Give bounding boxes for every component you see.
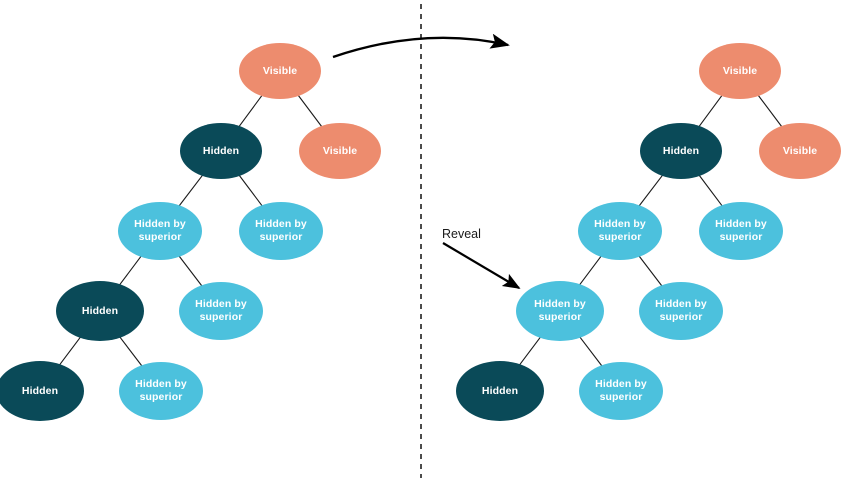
tree-node-hiddenby[interactable]: Hidden by superior [639,282,723,340]
tree-node-label: Hidden [481,384,519,397]
tree-node-label: Hidden by superior [595,378,647,403]
tree-node-hiddenby[interactable]: Hidden by superior [699,202,783,260]
tree-edge [757,94,783,128]
tree-node-label: Hidden by superior [255,218,307,243]
tree-node-label: Hidden by superior [134,218,186,243]
tree-node-hiddenby[interactable]: Hidden by superior [239,202,323,260]
tree-node-hidden[interactable]: Hidden [0,361,84,421]
tree-node-hiddenby[interactable]: Hidden by superior [119,362,203,420]
tree-node-visible[interactable]: Visible [699,43,781,99]
tree-node-visible[interactable]: Visible [239,43,321,99]
tree-node-label: Hidden by superior [594,218,646,243]
tree-node-label: Visible [722,64,758,77]
tree-edge [238,94,263,128]
tree-node-hiddenby[interactable]: Hidden by superior [179,282,263,340]
tree-node-label: Hidden by superior [135,378,187,403]
tree-node-label: Hidden [21,384,59,397]
tree-node-visible[interactable]: Visible [759,123,841,179]
tree-edge [178,174,204,207]
tree-node-label: Hidden [662,144,700,157]
tree-node-label: Hidden by superior [534,298,586,323]
tree-node-hiddenby[interactable]: Hidden by superior [579,362,663,420]
tree-node-hidden[interactable]: Hidden [56,281,144,341]
tree-edge [58,336,82,366]
tree-edge [638,255,663,287]
tree-node-label: Hidden by superior [195,298,247,323]
tree-node-visible[interactable]: Visible [299,123,381,179]
tree-edge [698,94,723,128]
tree-edge [178,255,203,287]
tree-node-hidden[interactable]: Hidden [456,361,544,421]
reveal-label: Reveal [442,227,481,241]
transform-curved-arrow [332,33,510,59]
left-tree-edges [58,94,323,367]
tree-node-label: Hidden [81,304,119,317]
tree-edge [638,174,664,207]
tree-node-hidden[interactable]: Hidden [640,123,722,179]
tree-edge [297,94,323,128]
tree-node-hiddenby[interactable]: Hidden by superior [578,202,662,260]
reveal-arrow [442,242,521,289]
right-tree-edges [518,94,783,367]
tree-node-label: Visible [782,144,818,157]
tree-edge [119,336,143,367]
tree-node-label: Visible [322,144,358,157]
tree-node-hidden[interactable]: Hidden [180,123,262,179]
tree-node-hiddenby[interactable]: Hidden by superior [118,202,202,260]
tree-edge [238,174,263,207]
tree-node-label: Hidden by superior [655,298,707,323]
tree-node-hiddenby[interactable]: Hidden by superior [516,281,604,341]
tree-edge [118,255,142,286]
tree-edge [578,255,602,286]
tree-node-label: Hidden [202,144,240,157]
tree-edge [698,174,723,207]
tree-node-label: Hidden by superior [715,218,767,243]
tree-edge [579,336,603,367]
tree-edge [518,336,542,366]
tree-node-label: Visible [262,64,298,77]
